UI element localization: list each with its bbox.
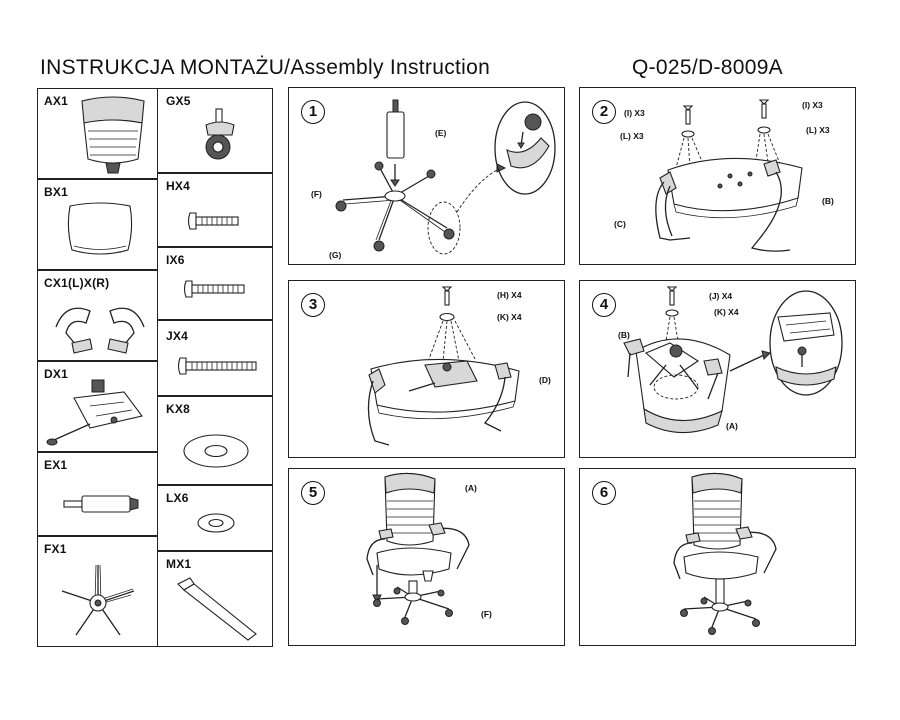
- star-base-drawing: [61, 564, 135, 636]
- callout-backrest: (A): [465, 483, 477, 493]
- part-cx1-cell: CX1(L)X(R): [37, 270, 158, 361]
- step-3-drawing: [367, 286, 520, 446]
- callout-bolt-j: (J) X4: [709, 291, 733, 301]
- part-label: HX4: [166, 179, 190, 193]
- step-5-panel: 5 (A) (F): [288, 468, 565, 646]
- callout-bolt-i-left: (I) X3: [624, 108, 645, 118]
- part-label: KX8: [166, 402, 190, 416]
- step-3-panel: 3 (H) X4 (K) X4 (D): [288, 280, 565, 458]
- callout-mechanism: (D): [539, 375, 551, 385]
- part-ix6-cell: IX6: [157, 247, 273, 320]
- part-label: DX1: [44, 367, 68, 381]
- step-2-drawing: [655, 99, 803, 252]
- part-mx1-cell: MX1: [157, 551, 273, 647]
- callout-washer-l-left: (L) X3: [620, 131, 644, 141]
- part-bx1-cell: BX1: [37, 179, 158, 270]
- callout-backrest: (A): [726, 421, 738, 431]
- step-5-drawing: [366, 472, 470, 625]
- washer-l-drawing: [197, 513, 235, 533]
- washer-k-drawing: [183, 434, 249, 468]
- part-jx4-cell: JX4: [157, 320, 273, 396]
- part-dx1-cell: DX1: [37, 361, 158, 452]
- backrest-drawing: [81, 96, 145, 174]
- part-label: FX1: [44, 542, 67, 556]
- bolt-h-drawing: [187, 212, 239, 230]
- part-kx8-cell: KX8: [157, 396, 273, 485]
- callout-star-base: (F): [481, 609, 492, 619]
- caster-drawing: [205, 108, 235, 160]
- callout-caster: (G): [329, 250, 342, 260]
- callout-washer-l-right: (L) X3: [806, 125, 830, 135]
- mechanism-drawing: [46, 379, 143, 446]
- part-ax1-cell: AX1: [37, 88, 158, 179]
- seat-drawing: [67, 202, 133, 255]
- hex-key-drawing: [177, 577, 257, 641]
- model-number: Q-025/D-8009A: [632, 56, 783, 79]
- part-label: EX1: [44, 458, 68, 472]
- step-number: 3: [301, 293, 325, 317]
- page-title: INSTRUKCJA MONTAŻU/Assembly Instruction: [40, 56, 491, 79]
- callout-washer-k: (K) X4: [497, 312, 522, 322]
- part-label: AX1: [44, 94, 68, 108]
- callout-seat: (B): [822, 196, 834, 206]
- callout-bolt-i-right: (I) X3: [802, 100, 823, 110]
- callout-gas-lift: (E): [435, 128, 447, 138]
- step-number: 5: [301, 481, 325, 505]
- part-label: JX4: [166, 329, 188, 343]
- part-ex1-cell: EX1: [37, 452, 158, 536]
- step-number: 1: [301, 100, 325, 124]
- gas-lift-drawing: [63, 495, 139, 513]
- step-1-panel: 1 (E) (F) (G): [288, 87, 565, 265]
- part-label: BX1: [44, 185, 68, 199]
- part-fx1-cell: FX1: [37, 536, 158, 647]
- bolt-i-drawing: [183, 280, 245, 298]
- part-gx5-cell: GX5: [157, 88, 273, 173]
- step-number: 4: [592, 293, 616, 317]
- step-1-drawing: [335, 99, 556, 255]
- step-4-panel: 4 (J) X4 (K) X4 (B) (A): [579, 280, 856, 458]
- bolt-j-drawing: [177, 357, 257, 375]
- step-6-drawing: [673, 472, 777, 635]
- armrests-drawing: [55, 307, 145, 354]
- part-hx4-cell: HX4: [157, 173, 273, 247]
- part-label: LX6: [166, 491, 189, 505]
- callout-bolt-h: (H) X4: [497, 290, 522, 300]
- callout-washer-k: (K) X4: [714, 307, 739, 317]
- step-2-panel: 2 (I) X3 (L) X3 (I) X3 (L) X3 (B) (C): [579, 87, 856, 265]
- step-4-drawing: [623, 286, 843, 434]
- callout-armrest: (C): [614, 219, 626, 229]
- part-label: IX6: [166, 253, 185, 267]
- part-label: MX1: [166, 557, 192, 571]
- step-number: 2: [592, 100, 616, 124]
- callout-star-base: (F): [311, 189, 322, 199]
- part-label: GX5: [166, 94, 191, 108]
- step-6-panel: 6: [579, 468, 856, 646]
- part-lx6-cell: LX6: [157, 485, 273, 551]
- part-label: CX1(L)X(R): [44, 276, 110, 290]
- step-number: 6: [592, 481, 616, 505]
- callout-seat: (B): [618, 330, 630, 340]
